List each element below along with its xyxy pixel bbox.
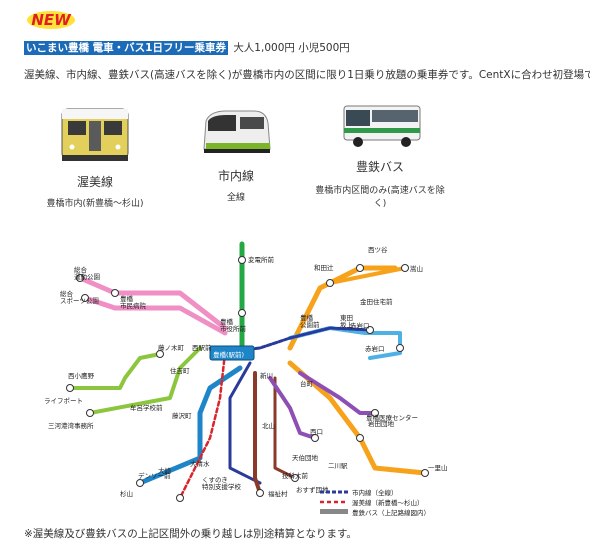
label-toyohashi-eki: 豊橋(駅前) (213, 350, 244, 359)
station-dot (176, 494, 184, 502)
ticket-name: いこまい豊橋 電車・バス1日フリー乗車券 (24, 41, 228, 55)
station-dot (326, 279, 334, 287)
station-dot (66, 384, 74, 392)
vehicle-name: 渥美線 (76, 175, 113, 189)
station-dot (291, 474, 299, 482)
station-dot (366, 326, 374, 334)
brown-route (253, 371, 262, 495)
station-dot (76, 274, 84, 282)
legend-tram: 市内線（全線） (352, 488, 398, 497)
footer-note: ※渥美線及び豊鉄バスの上記区間外の乗り越しは別途精算となります。 (24, 528, 357, 540)
lime-route-2 (88, 346, 202, 415)
brown-route-2 (273, 376, 297, 480)
station-dot (356, 434, 364, 442)
map-legend: 市内線（全線） 渥美線（新豊橋〜杉山） 豊鉄バス（上記路線図内） (320, 488, 430, 517)
label-koenmae: 豊橋公園前 (300, 313, 320, 329)
label-denny: デンソー前 (138, 471, 171, 480)
vehicle-coverage: 豊橋市内(新豊橋〜杉山) (46, 199, 144, 209)
station-dot (86, 409, 94, 417)
vehicle-coverage: 全線 (226, 193, 245, 203)
ticket-title-row: いこまい豊橋 電車・バス1日フリー乗車券 大人1,000円 小児500円 (24, 40, 350, 55)
station-dot (396, 344, 404, 352)
label-fujisawa: 藤沢町 (172, 411, 192, 420)
label-kitayama: 北山 (262, 421, 275, 430)
station-dot (371, 409, 379, 417)
label-osuzu: おすず団地 (296, 485, 329, 494)
lightblue-route (288, 326, 402, 360)
label-yotsuya: 西ツ谷 (368, 245, 388, 254)
blue-route (137, 365, 243, 486)
label-gijutsu: 技科大前 (282, 471, 309, 480)
label-akaiwaguchi-2: 赤岩口 (365, 344, 385, 353)
label-iwata: 岩田団地 (368, 419, 395, 428)
label-sumiyoshi: 住吉町 (170, 366, 190, 375)
orange-route-2 (328, 266, 407, 285)
label-fujinoki: 藤ノ木町 (158, 343, 185, 352)
navy-route (228, 361, 262, 485)
lime-route (68, 352, 162, 390)
purple-route (298, 371, 377, 415)
station-dot (156, 350, 164, 358)
label-toyama: 嵩山 (410, 264, 423, 273)
station-dot (111, 289, 119, 297)
label-shiyakusho: 豊橋市役所前 (220, 317, 247, 333)
label-sogo-sports: 総合スポーツ公園 (60, 289, 99, 305)
station-dot (81, 294, 89, 302)
label-lifeport: ライフポート (44, 397, 83, 405)
label-futagawa: 二川駅 (328, 462, 348, 470)
label-dacho: 台町 (300, 379, 314, 388)
ticket-description: 渥美線、市内線、豊鉄バス(高速バスを除く)が豊橋市内の区間に限り1日乗り放題の乗… (24, 69, 590, 81)
label-akaiwaguchi: 赤岩口 (350, 321, 370, 330)
station-dot (238, 256, 246, 264)
label-iryo: 豊橋医療センター (366, 413, 418, 422)
station-dot (311, 434, 319, 442)
label-fukusato: 福祉村 (268, 489, 288, 498)
label-tenpaku: 天伯団地 (292, 453, 319, 462)
vehicle-bus: 豊鉄バス 豊橋市内区間のみ(高速バスを除く) (310, 100, 450, 209)
vehicle-name: 市内線 (217, 169, 254, 183)
label-higashihachi: 東田坂上 (340, 313, 354, 329)
legend-bus: 豊鉄バス（上記路線図内） (352, 508, 430, 517)
label-nishiekimae: 西駅前 (192, 343, 212, 352)
new-badge-text: NEW (31, 11, 72, 29)
label-muro: 牟呂学校前 (130, 403, 163, 412)
label-sogo-undokoen: 総合運動公園 (74, 265, 100, 281)
label-nishiko: 西小鷹野 (68, 371, 95, 380)
orange-route (287, 265, 398, 351)
label-kusunoki: くすのき特別支援学校 (202, 476, 242, 491)
vehicle-name: 豊鉄バス (355, 160, 404, 174)
pink-route-branch (82, 295, 228, 336)
route-map: 変電所前 総合運動公園 総合スポーツ公園 豊橋市民病院 豊橋市役所前 豊橋公園前… (44, 241, 448, 517)
atsumi-train-image (61, 108, 129, 161)
label-shiminbyoin: 豊橋市民病院 (120, 294, 147, 310)
station-dot (136, 479, 144, 487)
label-shinkawa: 新川 (260, 371, 273, 380)
bus-image (343, 105, 421, 147)
label-omura: 大崎 (158, 466, 172, 475)
atsumi-route (178, 351, 227, 500)
ticket-price: 大人1,000円 小児500円 (233, 42, 350, 54)
station-dot (356, 264, 364, 272)
station-dot (421, 469, 429, 477)
label-sugiyama: 杉山 (120, 489, 133, 498)
station-dot (401, 264, 409, 272)
vehicle-shinaisen: 市内線 全線 (196, 105, 276, 203)
vehicle-coverage: 豊橋市内区間のみ(高速バスを除く) (315, 186, 445, 209)
vehicle-atsumi: 渥美線 豊橋市内(新豊橋〜杉山) (40, 105, 150, 209)
label-nishiguchi: 西口 (310, 428, 323, 436)
tram-image (203, 110, 271, 153)
label-hendensho: 変電所前 (248, 255, 275, 264)
station-dot (256, 489, 264, 497)
pink-route (77, 275, 228, 331)
label-ichiba: 一里山 (428, 463, 448, 472)
label-ohki: 大清水 (190, 459, 210, 468)
label-mikawa: 三河港湾事務所 (48, 421, 94, 430)
label-wada: 和田辻 (314, 263, 334, 272)
station-dot (238, 309, 246, 317)
purple-route-2 (268, 376, 317, 440)
new-badge: NEW (26, 8, 76, 30)
label-kanede: 金田住宅前 (360, 297, 393, 306)
legend-atsumi: 渥美線（新豊橋〜杉山） (352, 498, 424, 507)
